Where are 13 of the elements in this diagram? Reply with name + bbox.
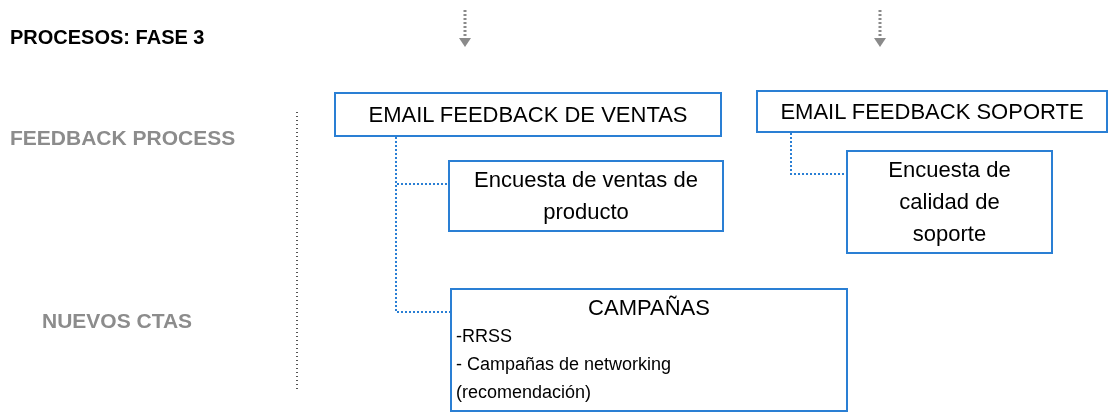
- email-box: EMAIL FEEDBACK DE VENTAS: [334, 92, 722, 137]
- box-heading: CAMPAÑAS: [588, 294, 710, 322]
- dotted-connector: [790, 132, 847, 175]
- row-label: NUEVOS CTAS: [42, 308, 193, 334]
- survey-box: Encuesta de calidad de soporte: [846, 150, 1053, 254]
- email-box: EMAIL FEEDBACK SOPORTE: [756, 90, 1108, 133]
- campaign-box: [450, 288, 848, 412]
- row-label: FEEDBACK PROCESS: [10, 125, 236, 151]
- survey-box: Encuesta de ventas de producto: [448, 160, 724, 232]
- section-heading: PROCESOS: FASE 3: [10, 25, 205, 50]
- dotted-connector: [395, 136, 451, 313]
- list-item: -RRSS: [456, 325, 513, 348]
- list-item: - Campañas de networking (recomendación): [456, 353, 673, 404]
